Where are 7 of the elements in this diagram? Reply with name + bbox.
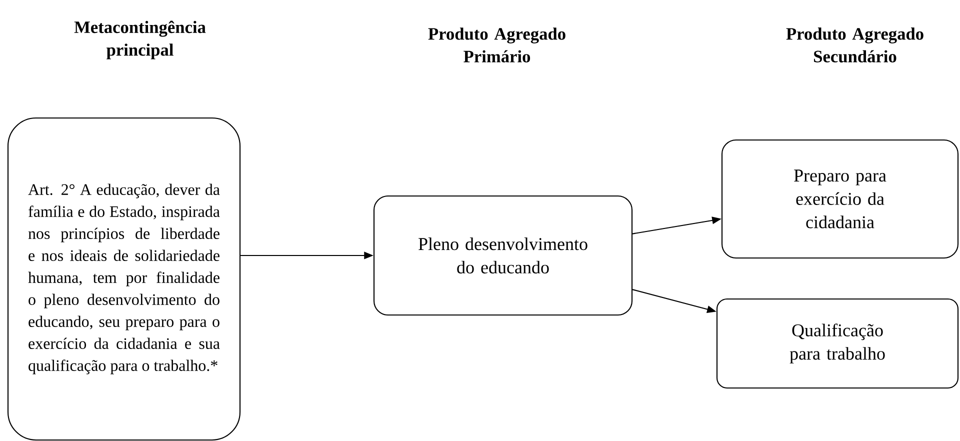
- column-heading: Produto Agregado Primário: [428, 28, 566, 62]
- text-box: Qualificação para trabalho: [716, 298, 959, 389]
- column-heading: Produto Agregado Secundário: [786, 28, 924, 62]
- column-heading: Metacontingência principal: [74, 20, 206, 60]
- text-box: Art. 2° A educação, dever da família e do Estado, inspirada nos princípios de liberdade e nos ideais de solidariedade humana, tem por finalidade o pleno desenvolvimento do educando, seu preparo para o exercício da cidadania e sua qualificação para o trabalho.*: [7, 117, 241, 441]
- text-box: Pleno desenvolvimento do educando: [373, 195, 633, 316]
- text-box: Preparo para exercício da cidadania: [721, 139, 959, 259]
